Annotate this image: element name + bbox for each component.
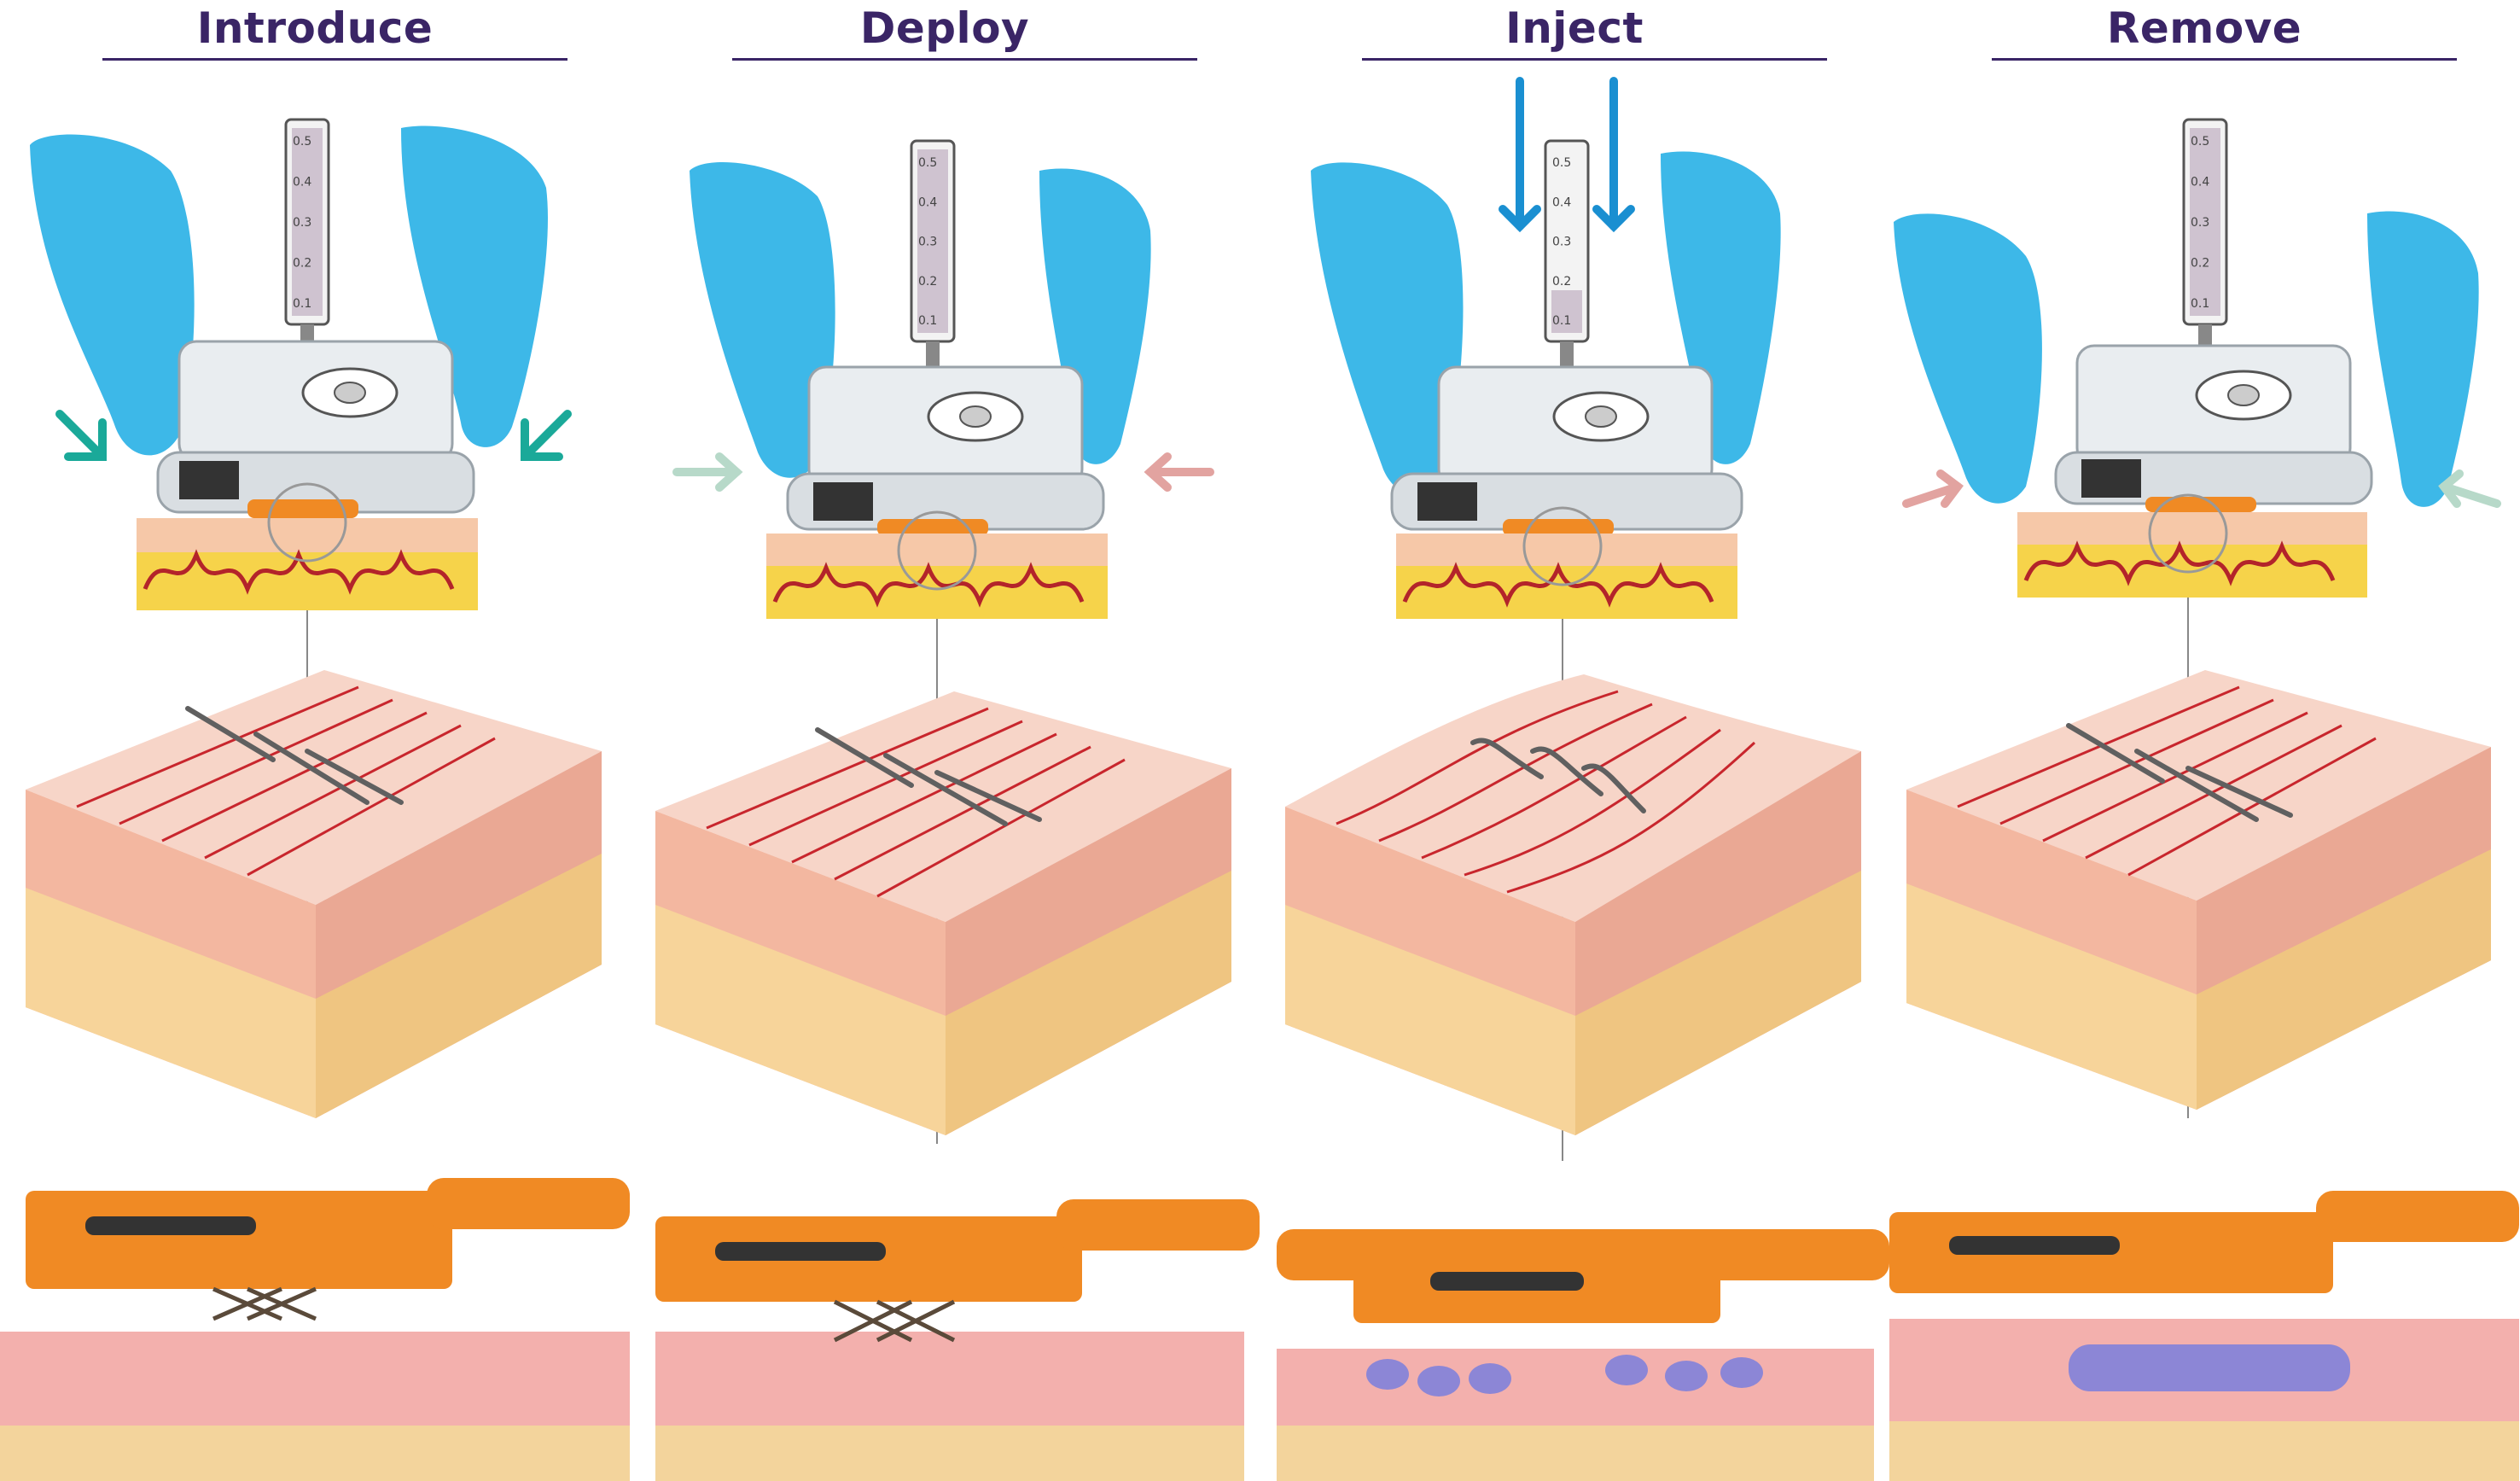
arrow-icon (1150, 457, 1210, 487)
skin-cross-section (2017, 512, 2367, 598)
step-illustration: 0.5 0.4 0.3 0.2 0.1 (0, 0, 630, 1481)
syringe-scale-label: 0.4 (1552, 195, 1571, 209)
syringe-scale-label: 0.1 (2191, 297, 2209, 311)
syringe-scale-label: 0.2 (1552, 275, 1571, 289)
syringe-scale-label: 0.1 (1552, 314, 1571, 328)
syringe-scale-label: 0.1 (918, 314, 937, 328)
glove-icon (2367, 212, 2479, 507)
syringe-scale-label: 0.5 (293, 135, 311, 149)
syringe-scale-label: 0.3 (918, 236, 937, 249)
device-icon (1392, 367, 1742, 536)
syringe-icon: 0.5 0.4 0.3 0.2 0.1 (1545, 141, 1588, 367)
tissue-block (1906, 670, 2491, 1110)
pad-closeup (1277, 1229, 1889, 1481)
syringe-scale-label: 0.2 (918, 275, 937, 289)
pad-closeup (655, 1199, 1260, 1481)
syringe-icon: 0.5 0.4 0.3 0.2 0.1 (286, 120, 329, 350)
arrow-icon (1597, 81, 1631, 226)
tissue-block (26, 670, 602, 1118)
tissue-block (655, 691, 1231, 1135)
device-icon (158, 341, 474, 518)
arrow-icon (2444, 474, 2497, 504)
skin-cross-section (1396, 534, 1737, 619)
step-illustration: 0.5 0.4 0.3 0.2 0.1 (630, 0, 1260, 1481)
device-icon (788, 367, 1103, 536)
glove-icon (30, 135, 195, 456)
syringe-scale-label: 0.3 (293, 216, 311, 230)
syringe-scale-label: 0.3 (2191, 216, 2209, 230)
step-illustration: 0.5 0.4 0.3 0.2 0.1 (1260, 0, 1889, 1481)
syringe-scale-label: 0.5 (1552, 156, 1571, 170)
syringe-scale-label: 0.5 (2191, 135, 2209, 149)
syringe-scale-label: 0.4 (293, 176, 311, 189)
syringe-scale-label: 0.2 (2191, 257, 2209, 271)
syringe-icon: 0.5 0.4 0.3 0.2 0.1 (2184, 120, 2226, 350)
injectate-bleb (2069, 1344, 2350, 1391)
syringe-scale-label: 0.5 (918, 156, 937, 170)
syringe-scale-label: 0.4 (2191, 176, 2209, 189)
skin-cross-section (137, 518, 478, 610)
skin-cross-section (766, 534, 1108, 619)
pad-closeup (1889, 1191, 2519, 1481)
arrow-icon (1503, 81, 1537, 226)
syringe-scale-label: 0.3 (1552, 236, 1571, 249)
syringe-scale-label: 0.1 (293, 297, 311, 311)
glove-icon (1894, 213, 2042, 503)
arrow-icon (1906, 474, 1958, 504)
arrow-icon (60, 414, 102, 457)
arrow-icon (525, 414, 567, 457)
syringe-scale-label: 0.2 (293, 257, 311, 271)
pad-closeup (0, 1178, 630, 1481)
device-icon (2056, 346, 2372, 512)
syringe-icon: 0.5 0.4 0.3 0.2 0.1 (911, 141, 954, 367)
arrow-icon (677, 457, 736, 487)
syringe-scale-label: 0.4 (918, 195, 937, 209)
tissue-block (1285, 674, 1861, 1135)
step-illustration: 0.5 0.4 0.3 0.2 0.1 (1889, 0, 2519, 1481)
